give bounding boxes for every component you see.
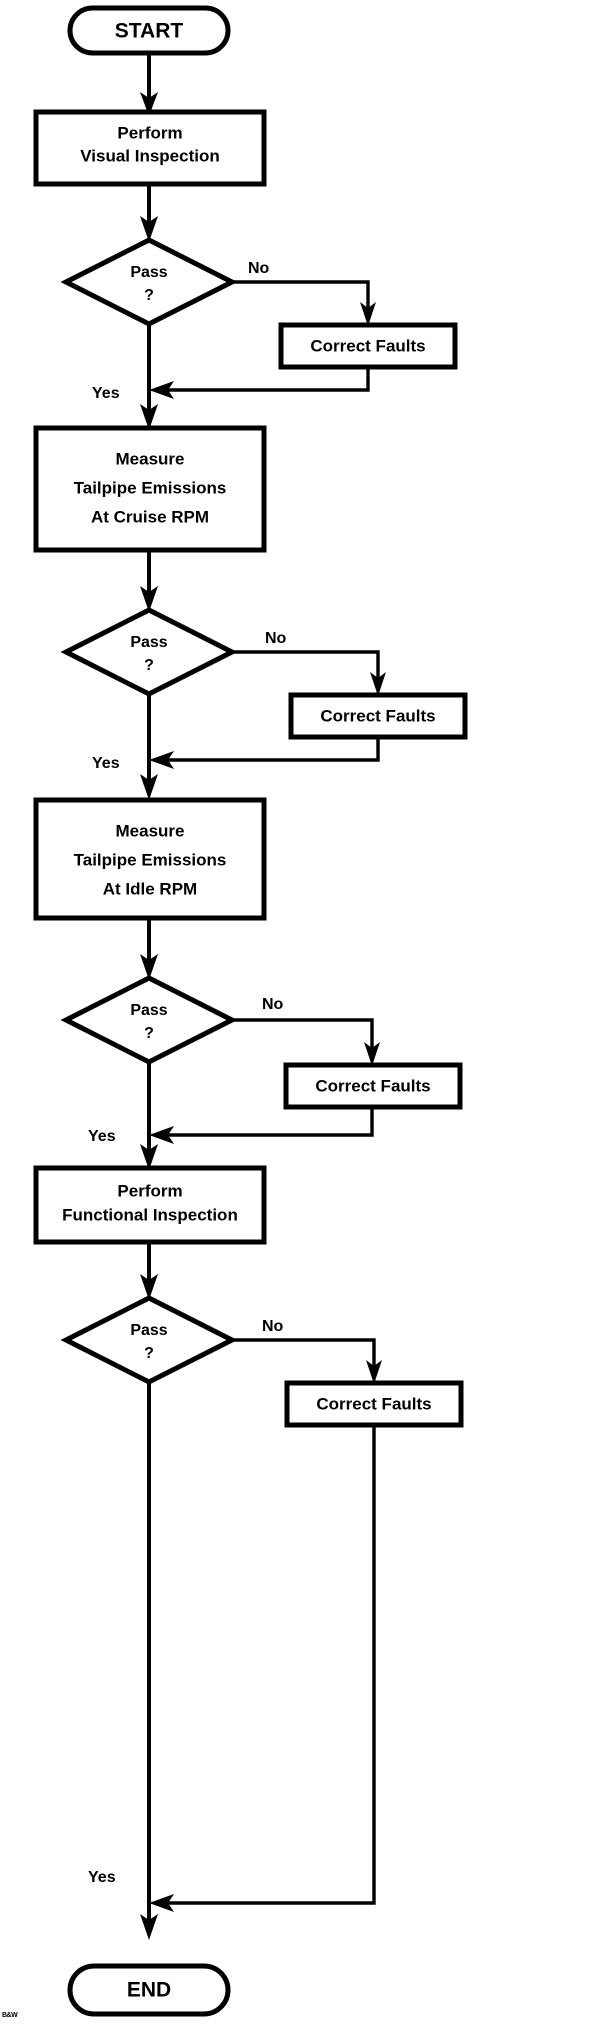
node-correct-faults-4[interactable]: Correct Faults: [284, 1380, 464, 1428]
node-measure-idle-line3: At Idle RPM: [103, 879, 197, 898]
node-decision-2-line1: Pass: [130, 634, 167, 651]
edge-label-no-3: No: [262, 996, 284, 1013]
connector-correct-faults-1-return: [149, 367, 370, 399]
connector-decision3-yes: [140, 1062, 158, 1170]
node-correct-faults-2[interactable]: Correct Faults: [288, 692, 468, 740]
node-correct-faults-1[interactable]: Correct Faults: [278, 322, 458, 370]
node-decision-4[interactable]: Pass ?: [60, 1295, 238, 1385]
connector-decision1-no: [232, 280, 376, 326]
node-measure-cruise-line1: Measure: [116, 449, 185, 468]
node-correct-faults-1-label: Correct Faults: [310, 336, 425, 355]
node-measure-cruise-line3: At Cruise RPM: [91, 507, 209, 526]
edge-label-no-1: No: [248, 260, 270, 277]
node-end[interactable]: END: [67, 1963, 231, 2017]
node-correct-faults-4-label: Correct Faults: [316, 1394, 431, 1413]
node-visual-inspection-line2: Visual Inspection: [80, 146, 220, 165]
edge-label-no-2: No: [265, 630, 287, 647]
node-visual-inspection-line1: Perform: [117, 123, 182, 142]
connector-measure-cruise-to-decision2: [140, 550, 158, 612]
edge-label-yes-1: Yes: [92, 385, 120, 402]
node-decision-1-line2: ?: [144, 287, 154, 304]
node-measure-idle-line1: Measure: [116, 821, 185, 840]
node-functional-inspection[interactable]: Perform Functional Inspection: [33, 1165, 267, 1245]
node-measure-cruise-line2: Tailpipe Emissions: [74, 478, 227, 497]
connector-correct-faults-3-return: [149, 1107, 374, 1144]
node-functional-inspection-line1: Perform: [117, 1181, 182, 1200]
connector-functional-to-decision4: [140, 1242, 158, 1300]
connector-decision4-no: [232, 1338, 382, 1384]
connector-visual-to-decision1: [140, 184, 158, 242]
node-functional-inspection-line2: Functional Inspection: [62, 1205, 238, 1224]
connector-decision2-yes: [140, 694, 158, 800]
connector-correct-faults-2-return: [149, 737, 380, 769]
node-start-label: START: [115, 20, 184, 43]
node-decision-4-line2: ?: [144, 1345, 154, 1362]
node-measure-idle-line2: Tailpipe Emissions: [74, 850, 227, 869]
node-end-label: END: [127, 1979, 171, 2002]
node-decision-2[interactable]: Pass ?: [60, 607, 238, 697]
corner-mark: B&W: [2, 2012, 18, 2019]
connector-correct-faults-4-return: [149, 1425, 376, 1912]
node-decision-1[interactable]: Pass ?: [60, 237, 238, 327]
edge-label-yes-2: Yes: [92, 755, 120, 772]
node-decision-3-line2: ?: [144, 1025, 154, 1042]
node-correct-faults-3[interactable]: Correct Faults: [283, 1062, 463, 1110]
node-decision-4-line1: Pass: [130, 1322, 167, 1339]
connector-decision4-yes: [140, 1382, 158, 1940]
node-decision-1-line1: Pass: [130, 264, 167, 281]
node-decision-3[interactable]: Pass ?: [60, 975, 238, 1065]
node-measure-cruise[interactable]: Measure Tailpipe Emissions At Cruise RPM: [33, 425, 267, 553]
node-visual-inspection[interactable]: Perform Visual Inspection: [33, 109, 267, 187]
node-correct-faults-3-label: Correct Faults: [315, 1076, 430, 1095]
connector-decision3-no: [232, 1018, 380, 1066]
edge-label-no-4: No: [262, 1318, 284, 1335]
node-measure-idle[interactable]: Measure Tailpipe Emissions At Idle RPM: [33, 797, 267, 921]
edge-label-yes-4: Yes: [88, 1869, 116, 1886]
node-decision-2-line2: ?: [144, 657, 154, 674]
node-start[interactable]: START: [67, 5, 231, 56]
connector-decision1-yes: [140, 324, 158, 430]
edge-label-yes-3: Yes: [88, 1128, 116, 1145]
connector-measure-idle-to-decision3: [140, 918, 158, 980]
connector-decision2-no: [232, 650, 386, 696]
node-correct-faults-2-label: Correct Faults: [320, 706, 435, 725]
connector-start-to-visual: [140, 53, 158, 116]
node-decision-3-line1: Pass: [130, 1002, 167, 1019]
